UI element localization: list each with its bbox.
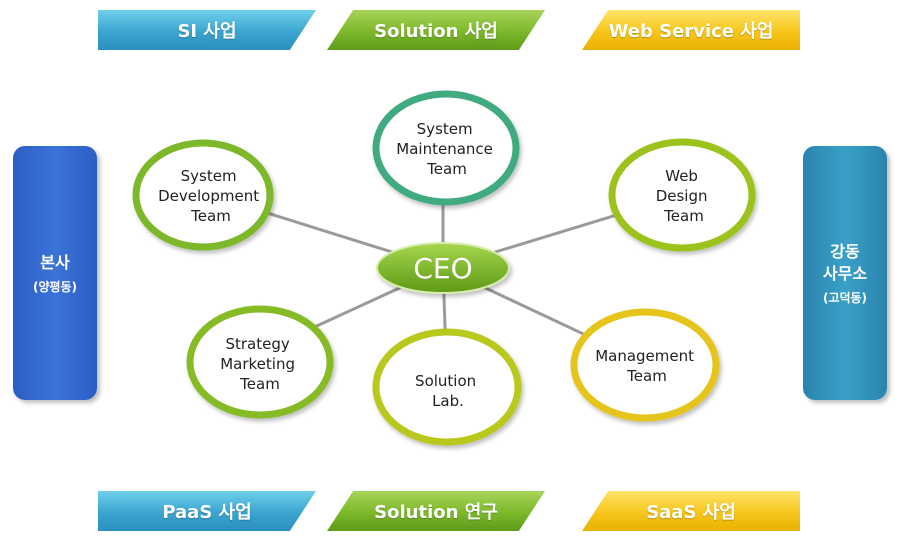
team-label-line: Team: [626, 367, 667, 385]
team-label-line: Design: [656, 187, 708, 205]
gangdong-office-name-line2: 사무소: [822, 263, 868, 283]
banner-label: SI 사업: [177, 21, 237, 42]
headquarters-location: (양평동): [32, 279, 78, 294]
team-node-system-maintenance: [372, 90, 520, 206]
team-label-line: Strategy: [225, 335, 289, 353]
team-label-line: Management: [595, 347, 694, 365]
team-label-web-design: Web Design Team: [656, 167, 713, 225]
banner-web-service-business: Web Service 사업: [582, 10, 800, 50]
banner-solution-research: Solution 연구: [327, 491, 545, 531]
team-label-system-maintenance: System Maintenance Team: [396, 120, 497, 178]
headquarters-panel: 본사 (양평동): [13, 146, 97, 400]
banner-label: Solution 연구: [374, 502, 498, 523]
team-label-line: System: [181, 167, 237, 185]
banner-solution-business: Solution 사업: [327, 10, 545, 50]
team-label-system-development: System Development Team: [158, 167, 264, 225]
team-label-line: Solution: [415, 372, 476, 390]
team-node-management: [570, 308, 720, 422]
team-label-line: Team: [239, 375, 280, 393]
ceo-label: CEO: [413, 252, 472, 285]
team-label-strategy-marketing: Strategy Marketing Team: [220, 335, 300, 393]
team-label-line: Maintenance: [396, 140, 493, 158]
team-label-line: Team: [663, 207, 704, 225]
team-label-line: System: [417, 120, 473, 138]
ceo-node: [376, 242, 510, 294]
team-label-line: Development: [158, 187, 259, 205]
team-label-line: Team: [190, 207, 231, 225]
gangdong-office-location: (고덕동): [822, 290, 868, 305]
team-label-management: Management Team: [595, 347, 699, 385]
banner-paas-business: PaaS 사업: [98, 491, 316, 531]
banner-label: Solution 사업: [374, 21, 498, 42]
team-label-line: Lab.: [432, 392, 464, 410]
banner-label: SaaS 사업: [646, 502, 736, 523]
gangdong-office-panel: 강동 사무소 (고덕동): [803, 146, 887, 400]
banner-si-business: SI 사업: [98, 10, 316, 50]
team-label-line: Web: [665, 167, 698, 185]
team-node-strategy-marketing: [186, 305, 334, 419]
banner-saas-business: SaaS 사업: [582, 491, 800, 531]
headquarters-name: 본사: [40, 252, 70, 272]
team-node-web-design: [608, 138, 756, 252]
banner-label: PaaS 사업: [162, 502, 252, 523]
gangdong-office-name-line1: 강동: [830, 241, 860, 261]
team-label-line: Team: [426, 160, 467, 178]
team-label-solution-lab: Solution Lab.: [415, 372, 481, 410]
banner-label: Web Service 사업: [608, 21, 774, 42]
team-node-system-development: [132, 139, 274, 251]
team-node-solution-lab: [372, 328, 522, 446]
team-label-line: Marketing: [220, 355, 295, 373]
